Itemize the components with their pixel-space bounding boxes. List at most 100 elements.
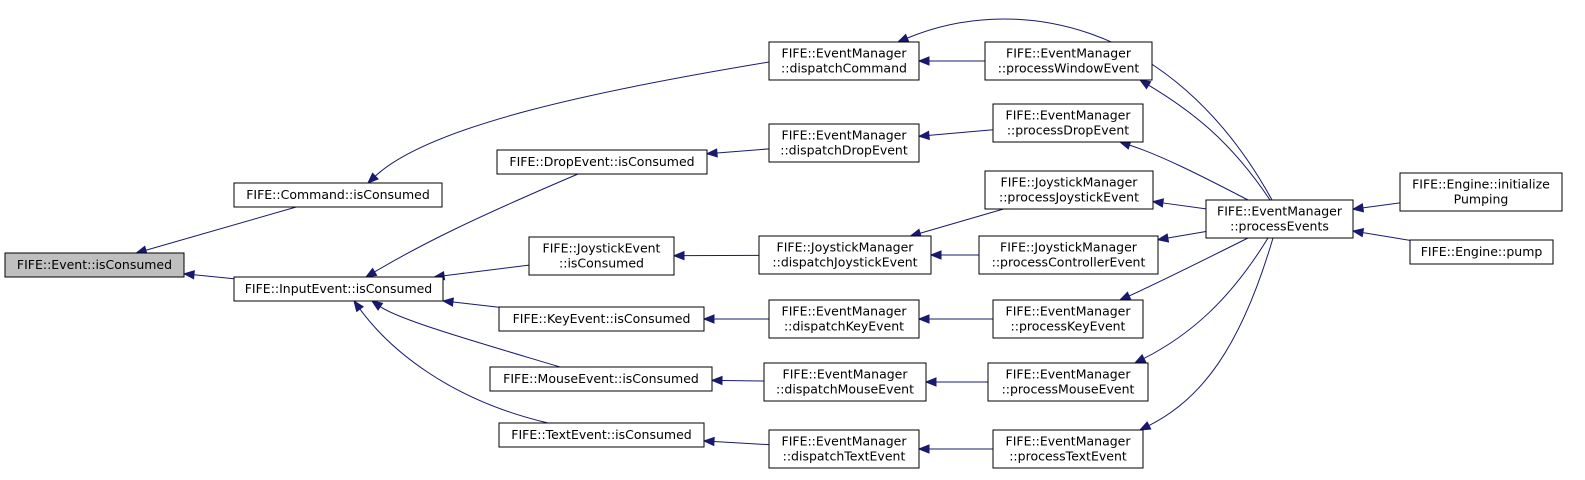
node-processText[interactable]: FIFE::EventManager::processTextEvent	[992, 429, 1144, 469]
edge-line	[452, 301, 500, 308]
node-dropevent[interactable]: FIFE::DropEvent::isConsumed	[496, 149, 708, 175]
node-processEvents[interactable]: FIFE::EventManager::processEvents	[1205, 199, 1354, 239]
node-box	[768, 123, 920, 163]
node-box	[1399, 172, 1563, 212]
node-label: FIFE::DropEvent::isConsumed	[509, 154, 694, 169]
node-label: FIFE::EventManager	[783, 367, 909, 382]
arrowhead-icon	[705, 148, 718, 158]
node-label: ::dispatchTextEvent	[783, 449, 906, 464]
edge-line	[713, 440, 770, 446]
node-processKey[interactable]: FIFE::EventManager::processKeyEvent	[992, 299, 1144, 339]
edge-processEvents-to-processWindow	[1138, 79, 1271, 201]
arrowhead-icon	[924, 377, 937, 387]
node-dispatchKey[interactable]: FIFE::EventManager::dispatchKeyEvent	[768, 299, 920, 339]
edge-processDrop-to-dispatchDrop	[917, 129, 994, 141]
node-box	[984, 41, 1153, 81]
edge-keyevent-to-input	[441, 297, 500, 308]
node-input[interactable]: FIFE::InputEvent::isConsumed	[233, 276, 444, 302]
node-label: ::processJoystickEvent	[999, 190, 1139, 205]
edge-line	[1148, 84, 1271, 201]
arrowhead-icon	[1351, 228, 1365, 238]
node-processController[interactable]: FIFE::JoystickManager::processController…	[978, 235, 1159, 275]
arrowhead-icon	[896, 33, 910, 43]
edge-joystickevent-to-input	[432, 264, 530, 281]
node-box	[763, 362, 927, 402]
node-label: FIFE::EventManager	[1006, 108, 1132, 123]
edge-line	[1162, 202, 1207, 210]
node-box	[992, 103, 1144, 143]
node-textevent[interactable]: FIFE::TextEvent::isConsumed	[498, 422, 705, 448]
node-label: FIFE::EventManager	[782, 434, 908, 449]
node-box	[978, 235, 1159, 275]
edge-dispatchCommand-to-command	[367, 61, 770, 184]
node-label: FIFE::JoystickEvent	[543, 241, 661, 256]
node-box	[768, 41, 920, 81]
edge-dispatchDrop-to-dropevent	[705, 148, 770, 158]
node-keyevent[interactable]: FIFE::KeyEvent::isConsumed	[498, 306, 705, 332]
arrowhead-icon	[441, 297, 454, 307]
node-processWindow[interactable]: FIFE::EventManager::processWindowEvent	[984, 41, 1153, 81]
node-box	[233, 276, 444, 302]
node-label: ::dispatchDropEvent	[780, 143, 908, 158]
node-dispatchMouse[interactable]: FIFE::EventManager::dispatchMouseEvent	[763, 362, 927, 402]
edge-initPumping-to-processEvents	[1351, 202, 1401, 213]
edge-input-to-event	[182, 270, 235, 280]
edge-line	[443, 264, 530, 277]
edge-line	[359, 308, 549, 424]
node-label: ::dispatchJoystickEvent	[772, 255, 917, 270]
node-label: FIFE::EventManager	[782, 46, 908, 61]
node-label: FIFE::MouseEvent::isConsumed	[503, 371, 699, 386]
node-box	[233, 182, 443, 208]
edge-line	[716, 148, 770, 154]
node-processMouse[interactable]: FIFE::EventManager::processMouseEvent	[987, 362, 1149, 402]
edge-line	[374, 173, 579, 273]
node-command[interactable]: FIFE::Command::isConsumed	[233, 182, 443, 208]
node-label: ::processEvents	[1230, 219, 1329, 234]
edge-line	[1148, 237, 1274, 426]
node-label: FIFE::KeyEvent::isConsumed	[513, 311, 691, 326]
edge-dispatchText-to-textevent	[702, 436, 770, 447]
edge-line	[374, 61, 770, 177]
node-processDrop[interactable]: FIFE::EventManager::processDropEvent	[992, 103, 1144, 143]
arrowhead-icon	[364, 267, 378, 278]
node-label: FIFE::JoystickManager	[1000, 240, 1138, 255]
node-processJoy[interactable]: FIFE::JoystickManager::processJoystickEv…	[984, 170, 1154, 210]
edge-processEvents-to-processController	[1156, 231, 1207, 243]
edge-processKey-to-dispatchKey	[917, 314, 993, 324]
edge-line	[193, 274, 235, 280]
node-label: FIFE::InputEvent::isConsumed	[245, 281, 433, 296]
arrowhead-icon	[917, 130, 930, 141]
edge-line	[721, 379, 765, 382]
node-box	[1409, 239, 1554, 265]
arrowhead-icon	[1133, 354, 1147, 364]
node-box	[758, 235, 932, 275]
node-dispatchDrop[interactable]: FIFE::EventManager::dispatchDropEvent	[768, 123, 920, 163]
arrowhead-icon	[182, 270, 195, 280]
node-dispatchJoy[interactable]: FIFE::JoystickManager::dispatchJoystickE…	[758, 235, 932, 275]
edge-processController-to-dispatchJoy	[929, 250, 979, 260]
node-mouseevent[interactable]: FIFE::MouseEvent::isConsumed	[489, 366, 713, 392]
node-dispatchText[interactable]: FIFE::EventManager::dispatchTextEvent	[768, 429, 920, 469]
node-label: FIFE::Event::isConsumed	[17, 257, 172, 272]
arrowhead-icon	[702, 314, 715, 324]
node-pump[interactable]: FIFE::Engine::pump	[1409, 239, 1554, 265]
node-box	[992, 429, 1144, 469]
edge-processWindow-to-dispatchCommand	[917, 56, 985, 66]
node-label: FIFE::Command::isConsumed	[246, 187, 430, 202]
node-event[interactable]: FIFE::Event::isConsumed	[4, 252, 185, 278]
edge-line	[145, 206, 297, 251]
edge-processJoy-to-dispatchJoy	[909, 208, 1004, 238]
arrowhead-icon	[1151, 198, 1165, 208]
arrowhead-icon	[917, 314, 930, 324]
edge-line	[1167, 231, 1207, 239]
node-label: ::isConsumed	[559, 256, 644, 271]
node-joystickevent[interactable]: FIFE::JoystickEvent::isConsumed	[528, 236, 675, 276]
node-dispatchCommand[interactable]: FIFE::EventManager::dispatchCommand	[768, 41, 920, 81]
edge-textevent-to-input	[353, 299, 549, 424]
edge-line	[379, 306, 561, 368]
edge-line	[919, 208, 1004, 234]
edge-processText-to-dispatchText	[917, 444, 993, 454]
edge-dispatchMouse-to-mouseevent	[710, 375, 765, 386]
arrowhead-icon	[1138, 421, 1152, 431]
